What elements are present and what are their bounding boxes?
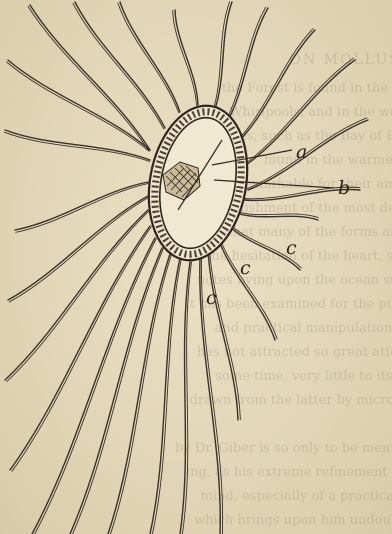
pseudopodium xyxy=(180,262,190,534)
pseudopodium-outline xyxy=(34,239,156,534)
pseudopodium xyxy=(10,226,150,470)
label-c-lower: c xyxy=(206,287,217,309)
label-b: b xyxy=(338,177,350,199)
label-c-middle: c xyxy=(240,257,251,279)
pseudopodium xyxy=(150,258,180,534)
pseudopodia-group xyxy=(5,2,368,534)
label-a: a xyxy=(296,141,307,163)
pseudopodium xyxy=(32,238,155,534)
label-c-upper: c xyxy=(286,237,297,259)
pseudopodium xyxy=(70,248,162,534)
